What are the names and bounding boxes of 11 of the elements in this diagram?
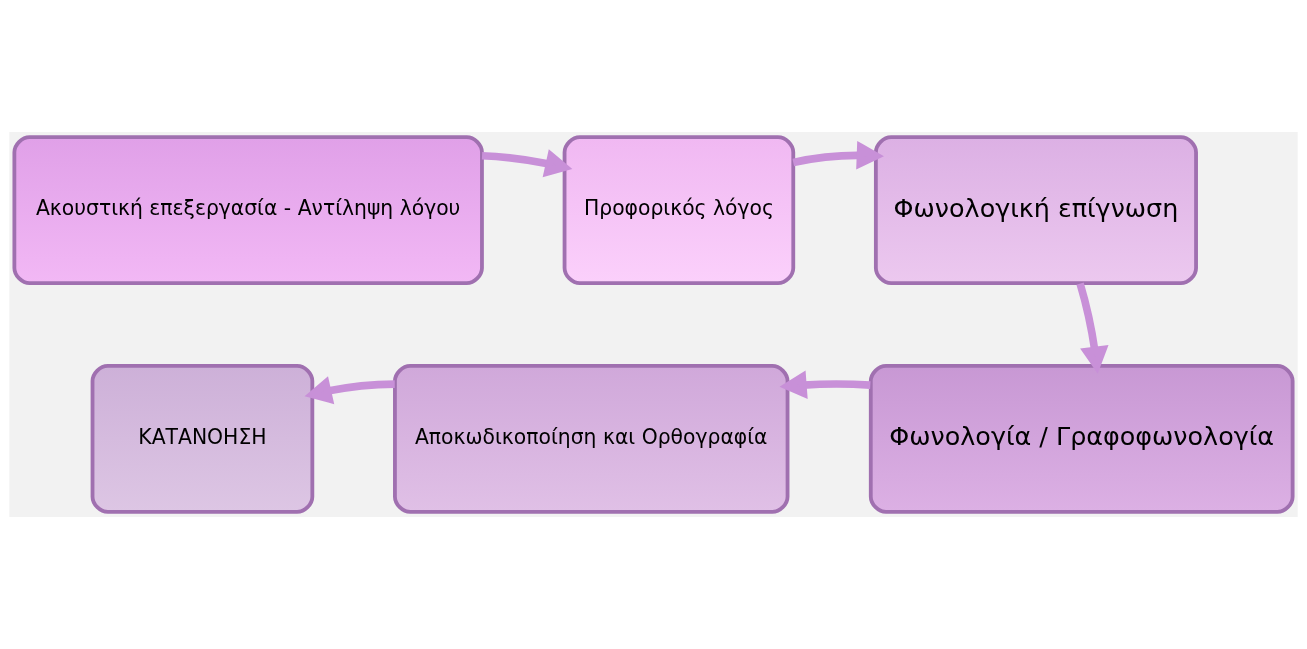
arrow (779, 370, 871, 400)
arrow (304, 376, 395, 405)
arrow (481, 149, 573, 178)
arrow (792, 140, 884, 170)
node-box: Ακουστική επεξεργασία - Αντίληψη λόγου (12, 135, 484, 286)
node-box: ΚΑΤΑΝΟΗΣΗ (90, 363, 315, 514)
arrow (1076, 282, 1109, 374)
node-box: Προφορικός λόγος (562, 135, 796, 286)
node-box: Φωνολογική επίγνωση (873, 135, 1198, 286)
node-box: Αποκωδικοποίηση και Ορθογραφία (393, 363, 790, 514)
node-box: Φωνολογία / Γραφοφωνολογία (868, 363, 1295, 514)
